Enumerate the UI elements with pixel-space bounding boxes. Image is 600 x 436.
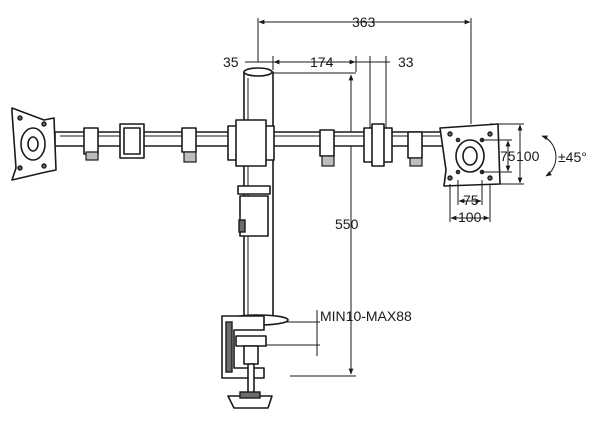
dimension-vesa-horizontal: 75 100	[449, 180, 491, 225]
desk-clamp	[221, 315, 273, 409]
dim-label-363: 363	[352, 14, 376, 30]
dimension-clamp: MIN10-MAX88	[262, 308, 412, 356]
dim-label-clamp: MIN10-MAX88	[320, 308, 412, 324]
dim-label-100-horizontal: 100	[458, 209, 482, 225]
dim-label-100-vertical: 100	[516, 148, 540, 164]
tilt-rotation-arrow: ±45°	[541, 135, 587, 177]
dim-label-35: 35	[223, 54, 239, 70]
vertical-pole	[227, 67, 289, 326]
dim-label-75-vertical: 75	[500, 148, 516, 164]
dimension-363: 363	[257, 14, 472, 124]
dim-label-174: 174	[310, 54, 334, 70]
dim-label-33: 33	[398, 54, 414, 70]
dimension-vesa-vertical: 75 100	[482, 123, 540, 185]
left-vesa-plate	[11, 107, 57, 181]
right-vesa-plate	[439, 123, 501, 187]
dim-label-75-horizontal: 75	[463, 192, 479, 208]
arm-joints	[83, 119, 423, 167]
dimension-35-174-33: 35 174 33	[223, 54, 414, 134]
dim-label-550: 550	[335, 216, 359, 232]
dimension-550: 550	[272, 72, 359, 377]
dim-label-tilt: ±45°	[558, 149, 587, 165]
